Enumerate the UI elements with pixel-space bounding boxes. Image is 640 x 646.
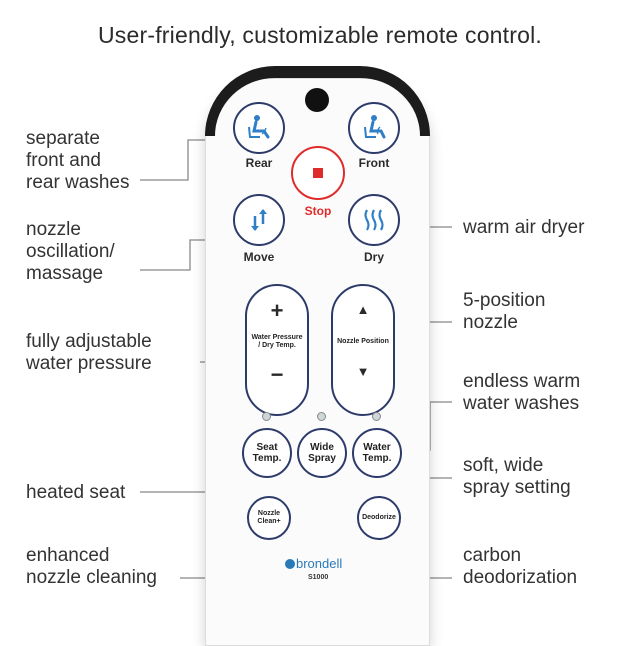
dry-button[interactable] <box>348 194 400 246</box>
oscillation-arrows-icon <box>251 209 267 231</box>
warm-air-icon <box>364 209 384 231</box>
remote-control: Rear Front Stop Move Dry + <box>205 66 430 646</box>
wide-spray-led <box>317 412 326 421</box>
ir-sensor <box>305 88 329 112</box>
stop-button[interactable] <box>291 146 345 200</box>
move-label: Move <box>243 250 275 264</box>
headline: User-friendly, customizable remote contr… <box>97 22 543 48</box>
move-button[interactable] <box>233 194 285 246</box>
rear-button[interactable] <box>233 102 285 154</box>
dry-label: Dry <box>363 250 384 264</box>
deodorize-label: Deodorize <box>362 514 396 521</box>
brand-logo: brondell <box>285 556 342 571</box>
pressure-minus-button[interactable]: − <box>270 362 284 387</box>
stop-icon <box>313 168 323 178</box>
front-wash-icon <box>364 115 386 139</box>
deodorize-button[interactable]: Deodorize <box>357 496 401 540</box>
front-button[interactable] <box>348 102 400 154</box>
water-temp-led <box>372 412 381 421</box>
model-number: S1000 <box>308 574 329 581</box>
stop-label: Stop <box>304 204 332 218</box>
brand-mark-icon <box>285 559 295 569</box>
nozzle-down-button[interactable]: ▼ <box>356 364 370 379</box>
front-label: Front <box>358 156 390 170</box>
brand-name: brondell <box>296 556 343 571</box>
seat-temp-led <box>262 412 271 421</box>
callout-dryer: warm air dryer <box>463 217 585 238</box>
nozzle-position-rocker <box>331 284 395 416</box>
pressure-label: Water Pressure/ Dry Temp. <box>251 334 303 349</box>
pressure-plus-button[interactable]: + <box>270 298 284 323</box>
nozzle-position-label: Nozzle Position <box>337 338 389 345</box>
nozzle-up-button[interactable]: ▲ <box>356 302 370 317</box>
pressure-rocker <box>245 284 309 416</box>
rear-label: Rear <box>245 156 273 170</box>
rear-wash-icon <box>248 115 270 139</box>
callout-heated-seat: heated seat <box>26 482 126 503</box>
